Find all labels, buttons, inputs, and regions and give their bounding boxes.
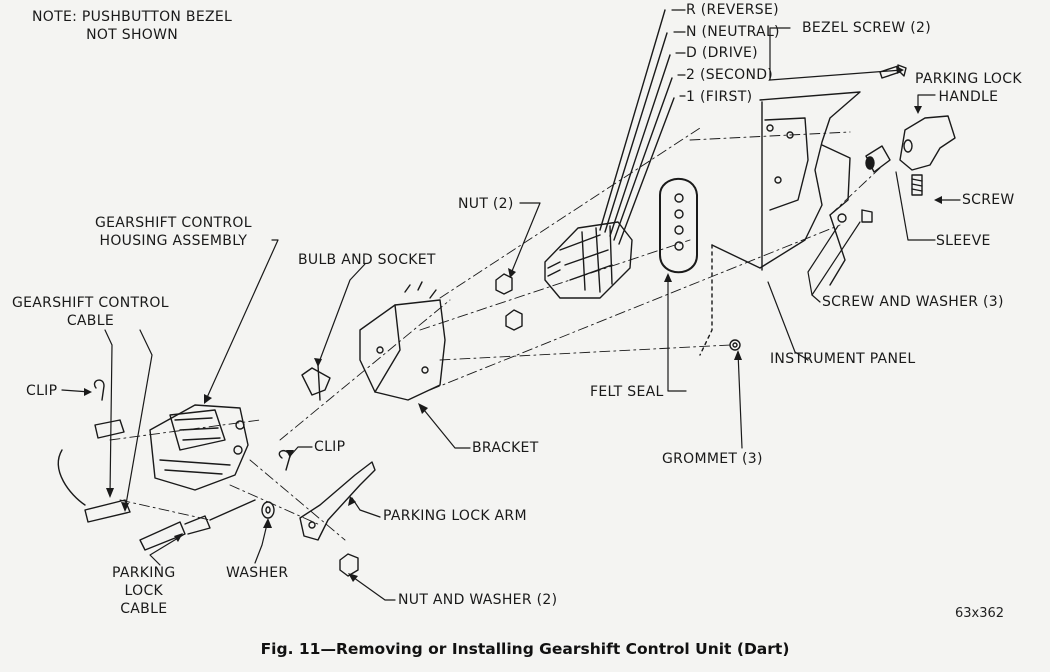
note-line-1: NOTE: PUSHBUTTON BEZEL <box>32 9 233 25</box>
figure-caption: Fig. 11—Removing or Installing Gearshift… <box>260 640 790 658</box>
label-bulb-and-socket: BULB AND SOCKET <box>298 252 436 268</box>
label-parking-lock-arm: PARKING LOCK ARM <box>383 508 527 524</box>
nut-pair <box>495 273 523 331</box>
label-parking-lock-handle-line-1: PARKING LOCK <box>915 71 1022 87</box>
nut-and-washer <box>339 553 359 577</box>
label-screw-and-washer: SCREW AND WASHER (3) <box>822 294 1004 310</box>
arrowheads <box>84 66 942 582</box>
bracket <box>359 281 446 401</box>
label-gearshift-cable: GEARSHIFT CONTROL CABLE <box>12 294 169 330</box>
label-sleeve: SLEEVE <box>936 233 991 249</box>
label-neutral: N (NEUTRAL) <box>686 24 780 40</box>
sleeve <box>865 145 891 173</box>
screw-and-washer <box>837 209 873 223</box>
pushbutton-switch-assembly <box>544 9 675 299</box>
bulb-and-socket <box>301 364 331 401</box>
label-gearshift-housing: GEARSHIFT CONTROL HOUSING ASSEMBLY <box>95 214 252 250</box>
label-parking-lock-cable-line-1: PARKING <box>112 565 176 581</box>
screw <box>911 174 923 196</box>
note-text: NOTE: PUSHBUTTON BEZEL NOT SHOWN <box>32 8 232 44</box>
label-parking-lock-handle: PARKING LOCK HANDLE <box>915 70 1022 106</box>
label-second: 2 (SECOND) <box>686 67 774 83</box>
parking-lock-handle <box>899 115 956 171</box>
label-gearshift-housing-line-2: HOUSING ASSEMBLY <box>99 233 248 249</box>
washer <box>261 501 275 519</box>
label-bracket: BRACKET <box>472 440 539 456</box>
gearshift-cable <box>57 419 131 523</box>
figure-number: 63x362 <box>955 606 1005 621</box>
felt-seal <box>659 177 698 274</box>
label-parking-lock-cable-line-2: LOCK <box>124 583 164 599</box>
alignment-lines <box>109 127 881 541</box>
label-gearshift-housing-line-1: GEARSHIFT CONTROL <box>95 215 252 231</box>
parking-lock-cable <box>139 499 256 551</box>
label-gearshift-cable-line-1: GEARSHIFT CONTROL <box>12 295 169 311</box>
label-parking-lock-handle-line-2: HANDLE <box>938 89 999 105</box>
label-screw: SCREW <box>962 192 1015 208</box>
label-nut: NUT (2) <box>458 196 514 212</box>
label-gearshift-cable-line-2: CABLE <box>66 313 114 329</box>
label-reverse: R (REVERSE) <box>686 2 779 18</box>
label-grommet: GROMMET (3) <box>662 451 763 467</box>
clip-left-drawing <box>93 379 105 401</box>
label-clip-left: CLIP <box>26 383 58 399</box>
instrument-panel <box>699 91 861 356</box>
label-drive: D (DRIVE) <box>686 45 758 61</box>
label-bezel-screw: BEZEL SCREW (2) <box>802 20 931 36</box>
label-instrument-panel: INSTRUMENT PANEL <box>770 351 916 367</box>
bezel-screw <box>879 64 907 79</box>
label-parking-lock-cable-line-3: CABLE <box>120 601 168 617</box>
label-clip-right: CLIP <box>314 439 346 455</box>
note-line-2: NOT SHOWN <box>86 27 179 43</box>
label-first: 1 (FIRST) <box>686 89 753 105</box>
parking-lock-arm <box>299 461 376 541</box>
label-nut-and-washer: NUT AND WASHER (2) <box>398 592 558 608</box>
gearshift-control-housing <box>149 404 249 491</box>
label-parking-lock-cable: PARKING LOCK CABLE <box>112 564 176 618</box>
label-washer: WASHER <box>226 565 289 581</box>
grommet <box>729 339 741 351</box>
label-felt-seal: FELT SEAL <box>590 384 664 400</box>
